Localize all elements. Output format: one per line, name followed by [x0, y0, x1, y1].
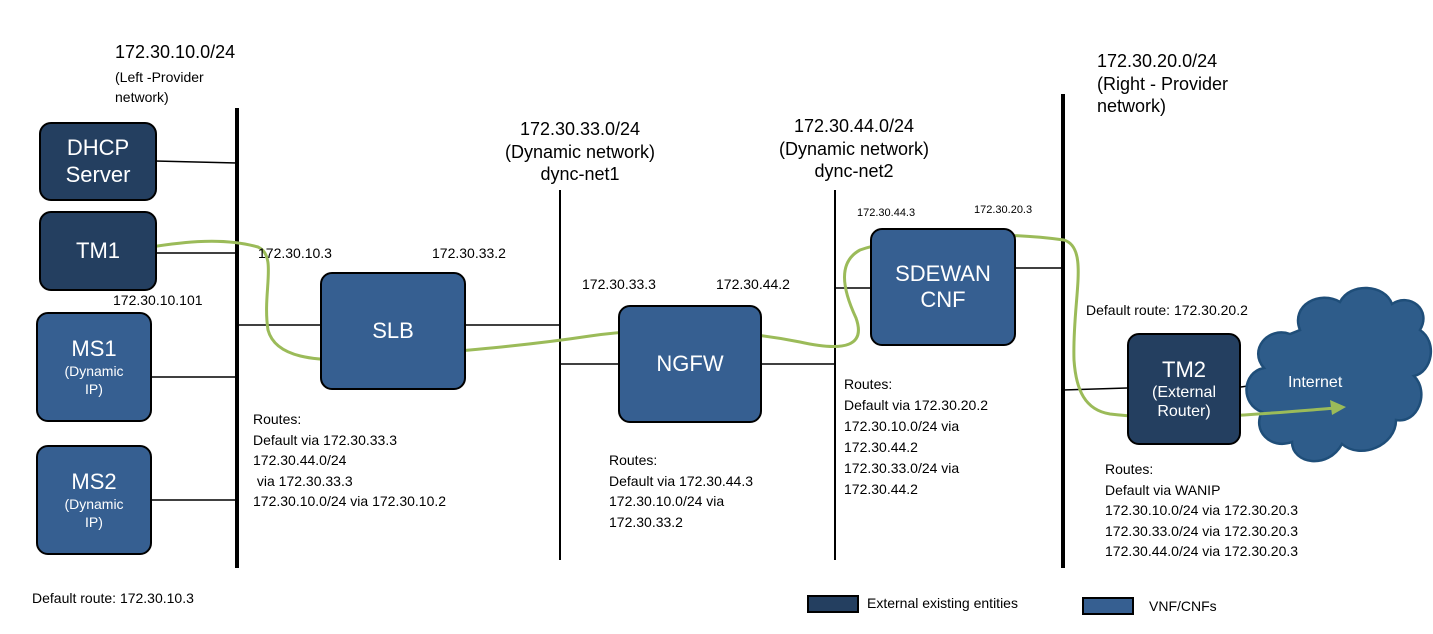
dyn1-cidr: 172.30.33.0/24	[519, 119, 641, 139]
ngfw-route-line: 172.30.33.2	[609, 513, 683, 530]
ms2-box: MS2 (Dynamic IP)	[36, 445, 152, 555]
sdewan-label-line1: SDEWAN	[895, 260, 991, 286]
left-default-route: Default route: 172.30.10.3	[32, 590, 194, 606]
slb-route-line: Routes:	[253, 411, 302, 427]
tm2-route-line: 172.30.44.0/24 via 172.30.20.3	[1105, 543, 1299, 559]
right-desc-line1: (Right - Provider	[1097, 73, 1229, 94]
slb-right-ip: 172.30.33.2	[432, 245, 506, 261]
sdewan-route-line: 172.30.44.2	[844, 439, 918, 455]
internet-cloud-shape	[1245, 286, 1433, 463]
ms2-sub1: (Dynamic	[64, 496, 124, 512]
right-cidr: 172.30.20.0/24	[1097, 51, 1218, 71]
sdewan-route-line: Default via 172.30.20.2	[844, 397, 988, 413]
tm2-box: TM2 (External Router)	[1127, 333, 1241, 445]
dhcp-label-line1: DHCP	[66, 135, 130, 161]
left-network-cidr: 172.30.10.0/24	[115, 42, 236, 62]
traffic-path-arrowhead	[1330, 400, 1346, 415]
ms1-box: MS1 (Dynamic IP)	[36, 312, 152, 422]
tm2-sub1: (External	[1151, 384, 1217, 401]
tm2-label: TM2	[1162, 356, 1206, 382]
slb-label: SLB	[372, 317, 414, 343]
ms1-sub2: IP)	[85, 381, 103, 398]
dyn2-cidr: 172.30.44.0/24	[793, 116, 915, 136]
slb-route-line: Default via 172.30.33.3	[253, 431, 397, 448]
internet-label: Internet	[1288, 374, 1343, 391]
tm2-route-line: Default via WANIP	[1105, 481, 1221, 498]
tm2-route-line: 172.30.33.0/24 via 172.30.20.3	[1105, 522, 1299, 539]
sdewan-cnf-box: SDEWAN CNF	[870, 228, 1016, 346]
slb-left-ip: 172.30.10.3	[258, 245, 332, 261]
legend-external-label: External existing entities	[867, 595, 1018, 611]
slb-box: SLB	[320, 272, 466, 390]
dyn1-network-label: 172.30.33.0/24 (Dynamic network) dync-ne…	[490, 118, 670, 186]
sdewan-route-line: 172.30.33.0/24 via	[844, 460, 960, 476]
ngfw-label: NGFW	[656, 350, 724, 376]
sdewan-route-line: 172.30.44.2	[844, 481, 918, 497]
dyn2-desc: (Dynamic network)	[778, 138, 930, 159]
slb-route-line: 172.30.44.0/24	[253, 452, 347, 468]
slb-route-line: 172.30.10.0/24 via 172.30.10.2	[253, 493, 447, 509]
tm2-route-line: Routes:	[1105, 461, 1154, 477]
ms1-label: MS1	[71, 335, 117, 361]
tm1-label: TM1	[76, 237, 120, 263]
tm1-ip: 172.30.10.101	[113, 292, 203, 308]
dyn1-name: dync-net1	[540, 164, 620, 184]
dyn2-name: dync-net2	[814, 161, 894, 181]
ngfw-route-line: Default via 172.30.44.3	[609, 472, 753, 489]
tm2-routes: Routes: Default via WANIP 172.30.10.0/24…	[1105, 459, 1298, 562]
tm2-left-link	[1062, 387, 1128, 391]
sdewan-label-line2: CNF	[920, 287, 966, 312]
sdewan-right-ip: 172.30.20.3	[974, 204, 1033, 216]
dyn1-desc: (Dynamic network)	[504, 141, 656, 162]
ngfw-route-line: 172.30.10.0/24 via	[609, 493, 725, 509]
slb-route-line: via 172.30.33.3	[253, 472, 353, 489]
left-network-desc-line2: network)	[115, 89, 169, 105]
tm2-sub2: Router)	[1157, 403, 1211, 421]
ngfw-routes: Routes: Default via 172.30.44.3 172.30.1…	[609, 450, 753, 532]
ngfw-route-line: Routes:	[609, 452, 658, 468]
ms2-sub2: IP)	[85, 514, 103, 531]
tm1-box: TM1	[39, 211, 157, 291]
sdewan-routes: Routes: Default via 172.30.20.2 172.30.1…	[844, 374, 988, 500]
ngfw-right-ip: 172.30.44.2	[716, 276, 790, 292]
ngfw-box: NGFW	[618, 305, 762, 423]
dhcp-label-line2: Server	[65, 161, 131, 187]
ms1-sub1: (Dynamic	[64, 363, 124, 379]
right-network-label: 172.30.20.0/24 (Right - Provider network…	[1097, 50, 1228, 118]
traffic-path	[137, 233, 1337, 419]
right-default-route: Default route: 172.30.20.2	[1086, 302, 1248, 318]
legend-vnf-swatch	[1082, 597, 1134, 615]
sdewan-route-line: Routes:	[844, 376, 893, 392]
dhcp-link	[154, 160, 238, 164]
sdewan-left-ip: 172.30.44.3	[857, 207, 916, 219]
left-network-desc-line1: (Left -Provider	[115, 69, 204, 85]
dyn2-network-label: 172.30.44.0/24 (Dynamic network) dync-ne…	[764, 115, 944, 183]
dhcp-server-box: DHCP Server	[39, 122, 157, 201]
right-desc-line2: network)	[1097, 96, 1167, 116]
tm2-route-line: 172.30.10.0/24 via 172.30.20.3	[1105, 502, 1299, 518]
ngfw-left-ip: 172.30.33.3	[582, 276, 656, 292]
ms2-label: MS2	[71, 468, 117, 494]
legend-external-swatch	[807, 595, 859, 613]
slb-routes: Routes: Default via 172.30.33.3 172.30.4…	[253, 409, 446, 512]
sdewan-route-line: 172.30.10.0/24 via	[844, 418, 960, 434]
legend-vnf-label: VNF/CNFs	[1149, 598, 1217, 614]
